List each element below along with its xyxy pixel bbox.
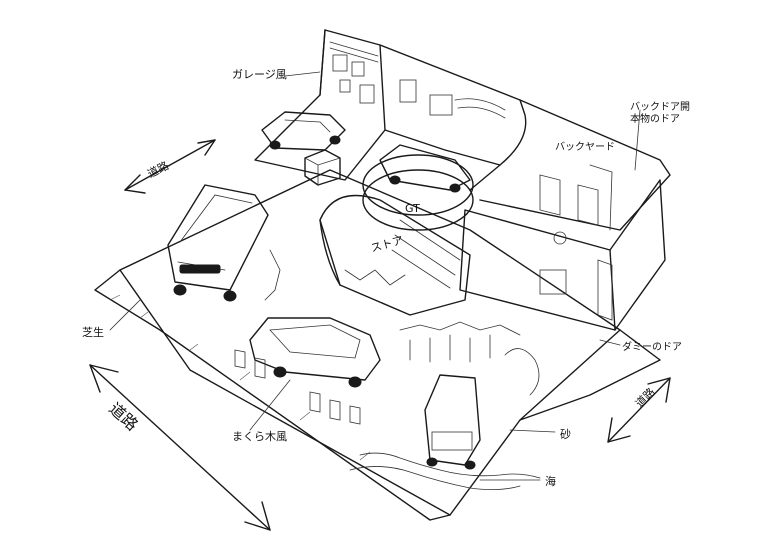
backyard-building [459,99,671,331]
car-center [249,317,381,388]
car-garage [261,111,346,151]
suv-left [167,184,269,302]
display-wall [379,44,527,191]
sea-waves [349,452,541,490]
label-store: ストア [369,234,404,255]
label-lawn: 芝生 [82,325,104,339]
label-back-door-2: 本物のドア [630,112,680,125]
leader-backdoor [634,109,641,171]
label-gt: GT [405,202,420,215]
road-arrow-right [607,377,671,443]
leader-sand [509,429,556,433]
road-arrow-bottom [89,364,271,531]
label-road-right: 道路 [632,385,657,410]
label-back-door: バックドア開 [630,101,690,113]
label-road-bottom: 道路 [105,399,142,435]
label-dummy-door: ダミーのドア [622,340,682,353]
plaza-tiles [234,349,361,425]
label-plaza: まくら木風 [232,430,287,443]
crate [304,149,341,186]
label-road-left: 道路 [145,158,171,180]
ground-platform [94,169,661,521]
label-garage-wall: ガレージ風 [232,68,287,81]
road-arrow-left [124,139,216,194]
leader-garage [284,71,321,77]
leader-dummy-door [599,339,621,346]
garage-wall [254,29,386,181]
turntable-car [362,144,474,231]
van-sea [424,374,481,470]
vegetation-fence [264,249,540,396]
store-building [319,194,471,316]
leader-lawn [109,299,141,331]
leader-plaza [249,379,291,431]
label-sand: 砂 [560,428,571,441]
label-backyard: バックヤード [555,141,615,153]
label-sea: 海 [545,474,556,488]
